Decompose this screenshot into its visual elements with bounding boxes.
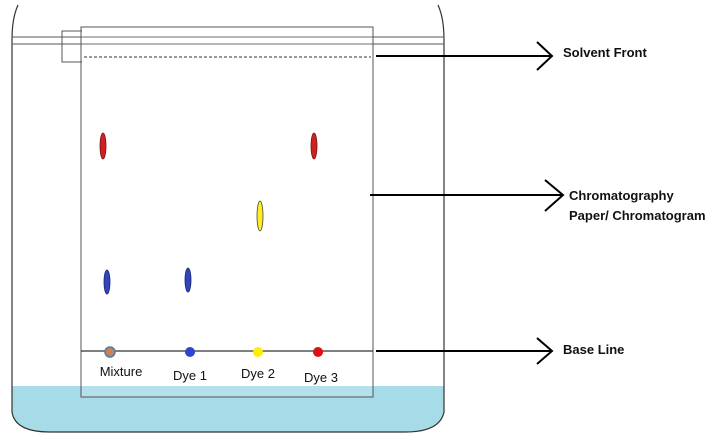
lane-label-dye2: Dye 2 — [241, 366, 275, 381]
dye2-base-spot — [253, 347, 263, 357]
base-line-arrowhead — [536, 337, 554, 365]
mixture-red-spot — [99, 132, 107, 160]
paper-label-line1: Chromatography — [569, 188, 675, 203]
lane-label-mixture: Mixture — [100, 364, 143, 379]
lane-label-dye3: Dye 3 — [304, 370, 338, 385]
base-line-label: Base Line — [563, 342, 624, 357]
beaker-outline — [11, 4, 445, 433]
paper-arrowhead — [544, 179, 565, 212]
dye1-blue-spot — [184, 267, 192, 293]
dye3-red-spot — [310, 132, 318, 160]
lane-label-dye1: Dye 1 — [173, 368, 207, 383]
paper-label-line2: Paper/ Chromatogram — [569, 208, 706, 223]
solvent-front-arrowhead — [536, 41, 554, 71]
mixture-base-spot — [104, 346, 116, 358]
dye1-base-spot — [185, 347, 195, 357]
paper-clip — [61, 30, 82, 63]
mixture-blue-spot — [103, 269, 111, 295]
dye3-base-spot — [313, 347, 323, 357]
chromatography-paper — [80, 26, 374, 398]
dye2-yellow-spot — [256, 200, 264, 232]
solvent-front-label: Solvent Front — [563, 45, 647, 60]
